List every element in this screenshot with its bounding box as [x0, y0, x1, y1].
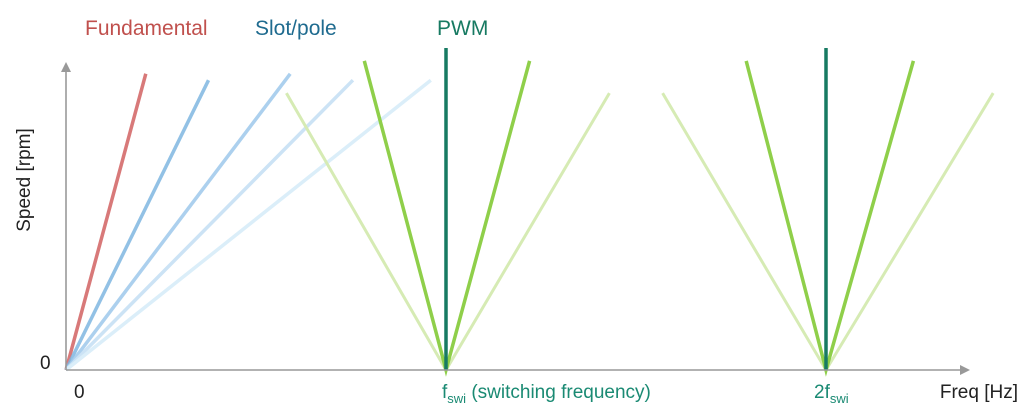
x-tick-label-2: 2fswi [814, 382, 849, 406]
y-axis-arrow [61, 62, 71, 72]
slot_pole-line-3 [64, 78, 355, 372]
pwm-line-9 [744, 60, 916, 377]
series-group [64, 48, 995, 377]
x-axis-arrow [960, 365, 970, 375]
fundamental-line-0 [64, 73, 148, 371]
axes [61, 62, 970, 375]
y-axis-label: Speed [rpm] [14, 128, 35, 232]
legend-fundamental: Fundamental [85, 17, 208, 40]
slot_pole-line-1 [64, 79, 211, 371]
slot_pole-line-2 [64, 72, 292, 372]
legend-slot-pole: Slot/pole [255, 17, 337, 40]
x-ticks: 0 fswi (switching frequency) 2fswi [74, 382, 849, 406]
axis-labels: Speed [rpm] Freq [Hz] 0 [14, 128, 1018, 403]
pwm-line-8 [661, 92, 995, 373]
x-axis-label: Freq [Hz] [940, 382, 1018, 403]
x-tick-label-1: fswi (switching frequency) [442, 382, 651, 406]
slot_pole-line-4 [64, 78, 432, 372]
legend-pwm: PWM [437, 17, 488, 40]
pwm-line-5 [285, 92, 611, 373]
y-zero-label: 0 [40, 353, 51, 374]
legend: Fundamental Slot/pole PWM [85, 17, 488, 40]
x-tick-label-0: 0 [74, 382, 85, 403]
